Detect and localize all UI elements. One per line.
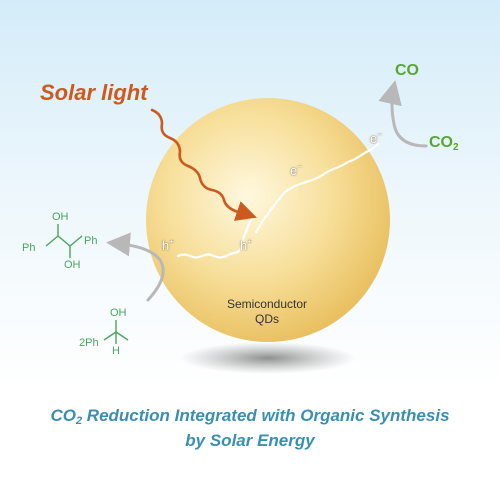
pinacol-oh-top: OH [52,211,69,223]
electron-symbol: e [290,163,298,178]
alcohol-oh: OH [110,307,127,319]
hole-path [176,214,256,259]
semiconductor-line2: QDs [255,312,279,326]
oxidation-arrow [106,232,165,302]
electron-symbol: e [370,131,378,146]
hole-label-2: h+ [240,237,252,253]
pinacol-ph-left: Ph [22,242,36,254]
co2-subscript: 2 [453,142,459,153]
semiconductor-line1: Semiconductor [226,297,308,311]
hole-label-1: h+ [162,237,174,253]
co-label: CO [395,62,419,79]
title-rest: Reduction Integrated with Organic Synthe… [82,406,450,425]
title-co: CO [50,406,76,425]
semiconductor-sphere [146,98,390,342]
hole-symbol: h [162,238,170,253]
hole-charge: + [169,237,174,246]
particle-shadow [180,342,356,374]
figure-title-line1: CO2 Reduction Integrated with Organic Sy… [0,407,500,427]
title-co-subscript: 2 [75,415,83,427]
figure-title-line2: by Solar Energy [185,431,315,450]
pinacol-oh-bottom: OH [64,259,81,271]
electron-label-1: e− [290,162,302,178]
hole-symbol: h [240,238,248,253]
electron-charge: − [377,130,382,139]
solar-light-arrow [150,108,257,221]
electron-label-2: e− [370,130,382,146]
electron-path [254,142,380,234]
co2-label: CO2 [429,135,459,153]
solar-light-label: Solar light [40,80,148,105]
pinacol-ph-right: Ph [84,235,98,247]
alcohol-molecule [103,320,129,344]
co2-main: CO [429,134,453,151]
electron-charge: − [297,162,302,171]
co2-reduction-arrow [378,80,428,148]
pinacol-molecule [45,224,83,258]
alcohol-h: H [112,345,120,357]
hole-charge: + [247,237,252,246]
alcohol-2ph: 2Ph [79,337,99,349]
